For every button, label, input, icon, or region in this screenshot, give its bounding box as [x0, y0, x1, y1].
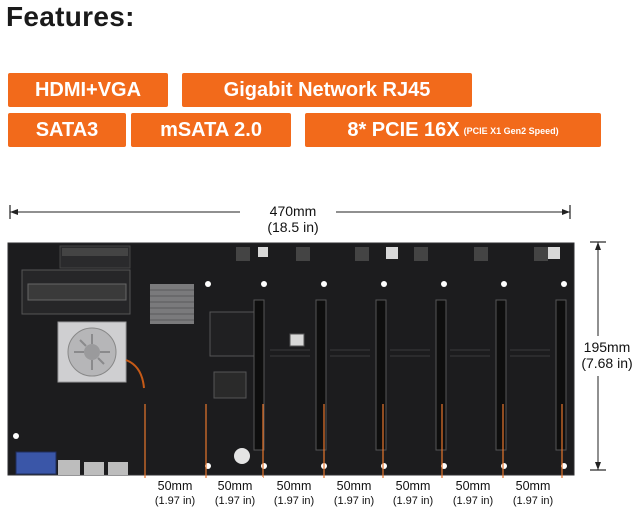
slot-spacing-in: (1.97 in): [154, 495, 196, 507]
slot-spacing-in: (1.97 in): [273, 495, 315, 507]
motherboard-pcb: [8, 243, 574, 475]
width-mm: 470mm: [269, 203, 317, 219]
slot-spacing-label: 50mm (1.97 in): [147, 477, 203, 511]
feature-tag-label: SATA3: [35, 119, 99, 141]
top-connectors: [59, 245, 560, 269]
slot-spacing-label: 50mm (1.97 in): [326, 477, 382, 511]
pcie-slots: [253, 299, 567, 451]
slot-spacing-mm: 50mm: [455, 479, 491, 493]
feature-tag-label: mSATA 2.0: [160, 119, 262, 141]
slot-spacing-guides: [144, 404, 563, 478]
feature-tag-pcie: 8* PCIE 16X(PCIE X1 Gen2 Speed): [305, 113, 601, 147]
slot-spacing-label: 50mm (1.97 in): [385, 477, 441, 511]
feature-tag-hdmi-vga: HDMI+VGA: [8, 73, 168, 107]
rear-io-ports: [15, 451, 128, 475]
feature-tag-label: Gigabit Network RJ45: [223, 79, 431, 101]
width-dimension-label: 470mm (18.5 in): [250, 203, 336, 235]
feature-tag-label: 8* PCIE 16X: [347, 119, 460, 141]
slot-spacing-in: (1.97 in): [392, 495, 434, 507]
slot-spacing-mm: 50mm: [217, 479, 253, 493]
slot-spacing-label: 50mm (1.97 in): [505, 477, 561, 511]
cpu-fan-icon: [57, 321, 145, 389]
slot-spacing-mm: 50mm: [336, 479, 372, 493]
height-dimension-label: 195mm (7.68 in): [574, 339, 640, 371]
slot-spacing-mm: 50mm: [395, 479, 431, 493]
chipset-heatsink-icon: [150, 284, 194, 324]
width-in: (18.5 in): [267, 219, 319, 235]
slot-spacing-in: (1.97 in): [333, 495, 375, 507]
slot-spacing-label: 50mm (1.97 in): [266, 477, 322, 511]
slot-spacing-mm: 50mm: [157, 479, 193, 493]
feature-tag-gigabit-network: Gigabit Network RJ45: [182, 73, 472, 107]
mounting-hole-icons: [13, 281, 567, 469]
slot-spacing-in: (1.97 in): [512, 495, 554, 507]
slot-spacing-mm: 50mm: [276, 479, 312, 493]
memory-slot: [21, 269, 131, 315]
feature-tag-label: HDMI+VGA: [34, 79, 142, 101]
board-chips: [209, 311, 305, 399]
feature-tag-sata3: SATA3: [8, 113, 126, 147]
slot-spacing-label: 50mm (1.97 in): [207, 477, 263, 511]
slot-spacing-in: (1.97 in): [452, 495, 494, 507]
features-heading: Features:: [6, 1, 135, 32]
height-in: (7.68 in): [581, 355, 633, 371]
vga-port-icon: [15, 451, 57, 475]
feature-tag-msata: mSATA 2.0: [131, 113, 291, 147]
feature-tag-sublabel: (PCIE X1 Gen2 Speed): [463, 125, 559, 136]
height-mm: 195mm: [583, 339, 631, 355]
slot-spacing-mm: 50mm: [515, 479, 551, 493]
slot-spacing-in: (1.97 in): [214, 495, 256, 507]
slot-spacing-label: 50mm (1.97 in): [445, 477, 501, 511]
